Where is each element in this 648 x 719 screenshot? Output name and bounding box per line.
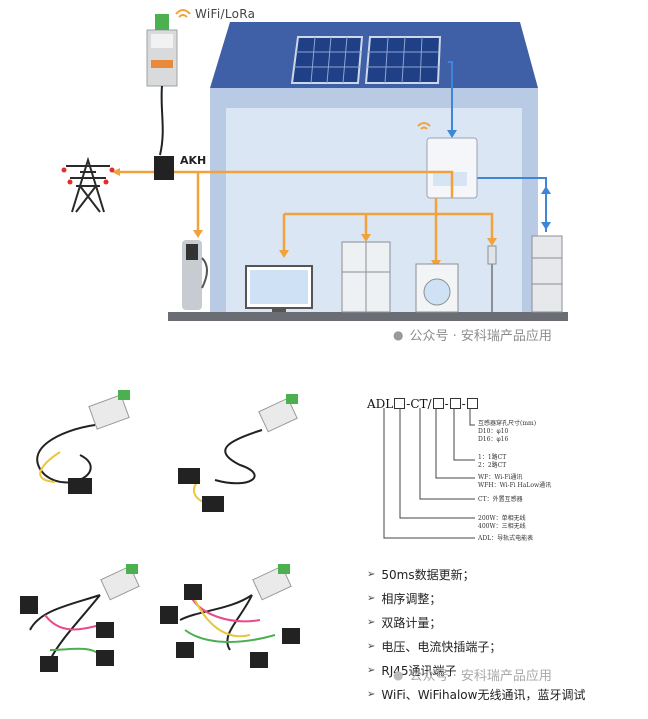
blue-arrow-down-2 xyxy=(541,222,551,230)
arrow-bullet-icon: ➢ xyxy=(367,689,376,700)
feature-text: 电压、电流快插端子； xyxy=(381,640,502,654)
arrow-bullet-icon: ➢ xyxy=(367,641,376,652)
model-prefix: ADL xyxy=(367,397,394,411)
model-code-leaders xyxy=(383,408,475,539)
feature-item: ➢ 双路计量； xyxy=(367,611,585,635)
feature-item: ➢ 50ms数据更新； xyxy=(367,563,585,587)
battery-storage xyxy=(531,235,563,313)
orange-wiring xyxy=(120,170,494,262)
desc-8: 200W：单相无线 xyxy=(478,515,526,522)
desc-7: CT：外置互感器 xyxy=(478,496,523,503)
feature-text: WiFi、WiFihalow无线通讯，蓝牙调试 xyxy=(381,688,586,702)
tv xyxy=(245,265,313,312)
model-box-4 xyxy=(466,398,478,409)
desc-3: 1：1路CT xyxy=(478,454,507,461)
feature-text: 相序调整； xyxy=(381,592,442,606)
feature-item: ➢ WiFi、WiFihalow无线通讯，蓝牙调试 xyxy=(367,683,585,707)
wechat-icon: ● xyxy=(393,667,404,682)
product-photo-3 xyxy=(20,564,140,672)
model-mid: -CT/ xyxy=(406,397,432,411)
model-code: ADL-CT/-- xyxy=(367,397,479,411)
desc-group-channels: 1：1路CT 2：2路CT xyxy=(478,454,506,470)
arrow-bullet-icon: ➢ xyxy=(367,665,376,676)
watermark-bottom-text: 公众号 · 安科瑞产品应用 xyxy=(409,669,552,684)
feature-text: 50ms数据更新； xyxy=(381,568,475,582)
desc-group-comm: WF：Wi-Fi通讯 WFH：Wi-Fi HaLow通讯 xyxy=(478,474,551,490)
arrow-bullet-icon: ➢ xyxy=(367,593,376,604)
watermark-top: ● 公众号 · 安科瑞产品应用 xyxy=(393,325,552,345)
product-photo-4 xyxy=(160,564,300,668)
feature-item: ➢ 相序调整； xyxy=(367,587,585,611)
feature-text: RJ45通讯端子 xyxy=(381,664,457,678)
feature-text: 双路计量； xyxy=(381,616,442,630)
desc-6: WFH：Wi-Fi HaLow通讯 xyxy=(478,482,552,489)
desc-group-size: 互感器穿孔尺寸(mm) D10：φ10 D16：φ16 xyxy=(478,420,536,444)
feature-item: ➢ RJ45通讯端子 xyxy=(367,659,585,683)
ground xyxy=(168,312,568,321)
desc-1: D10：φ10 xyxy=(478,428,509,435)
watermark-bottom: ● 公众号 · 安科瑞产品应用 xyxy=(393,665,552,685)
desc-0: 互感器穿孔尺寸(mm) xyxy=(478,420,537,427)
blue-line-battery xyxy=(476,177,547,232)
model-box-2 xyxy=(432,398,444,409)
wechat-icon: ● xyxy=(393,327,404,342)
model-box-3 xyxy=(449,398,461,409)
wifi-lora-label: WiFi/LoRa xyxy=(195,7,256,21)
blue-arrow-down xyxy=(447,130,457,138)
desc-group-ct: CT：外置互感器 xyxy=(478,496,523,504)
desc-group-adl: ADL：导轨式电能表 xyxy=(478,535,533,543)
desc-9: 400W：三相无线 xyxy=(478,523,526,530)
desc-group-type: 200W：单相无线 400W：三相无线 xyxy=(478,515,526,531)
akh-label: AKH xyxy=(180,154,207,167)
system-diagram xyxy=(61,9,568,321)
refrigerator xyxy=(341,241,391,313)
desc-5: WF：Wi-Fi通讯 xyxy=(478,474,523,481)
feature-item: ➢ 电压、电流快插端子； xyxy=(367,635,585,659)
washing-machine xyxy=(415,263,459,313)
blue-line-panel xyxy=(448,61,453,132)
blue-arrow-up xyxy=(541,186,551,194)
desc-10: ADL：导轨式电能表 xyxy=(478,535,534,542)
ev-charger xyxy=(182,240,208,310)
product-photo-1 xyxy=(36,390,130,494)
desc-4: 2：2路CT xyxy=(478,462,507,469)
feature-list: ➢ 50ms数据更新； ➢ 相序调整； ➢ 双路计量； ➢ 电压、电流快插端子； ➢ RJ… xyxy=(367,563,585,707)
orange-arrows xyxy=(112,168,497,268)
product-photos xyxy=(20,390,300,672)
akh-meter xyxy=(146,9,191,180)
solar-panel xyxy=(290,36,442,84)
product-photo-2 xyxy=(178,394,298,512)
arrow-bullet-icon: ➢ xyxy=(367,569,376,580)
desc-2: D16：φ16 xyxy=(478,436,509,443)
arrow-bullet-icon: ➢ xyxy=(367,617,376,628)
lamp xyxy=(487,245,497,312)
power-tower xyxy=(61,156,115,213)
watermark-top-text: 公众号 · 安科瑞产品应用 xyxy=(409,329,552,344)
